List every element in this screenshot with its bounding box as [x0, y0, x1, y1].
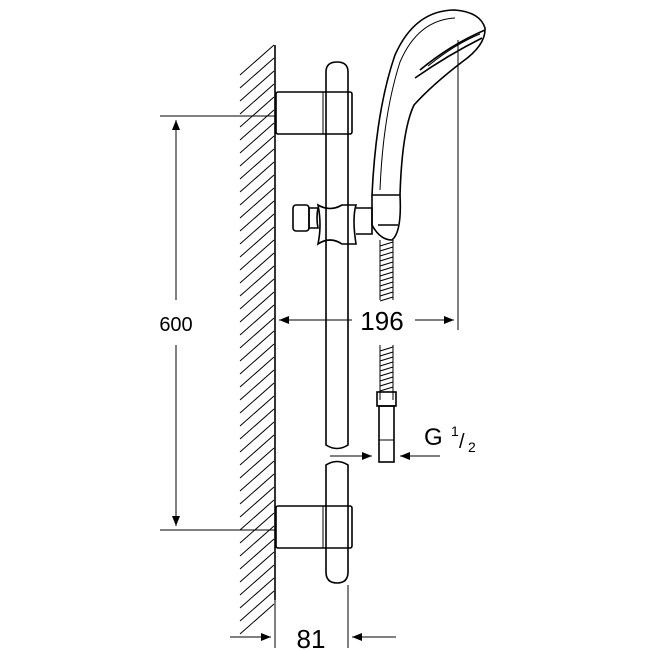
- hatch-line: [239, 226, 275, 258]
- hose-ridge: [379, 276, 394, 282]
- hose-ridge: [379, 351, 394, 357]
- hatch-line: [239, 590, 275, 622]
- hose-ridge: [379, 286, 394, 292]
- hatch-line: [239, 83, 275, 115]
- hatch-line: [239, 408, 275, 440]
- sliding-holder: [292, 203, 373, 246]
- hatch-line: [239, 278, 275, 310]
- hose-ridge: [379, 251, 394, 257]
- hand-shower: [371, 9, 486, 241]
- wall: [239, 44, 276, 635]
- hatch-line: [239, 577, 275, 609]
- dimension-height: 600: [159, 115, 275, 531]
- hatch-line: [239, 122, 275, 154]
- hose-ridge: [379, 386, 394, 392]
- hose-ridge: [379, 361, 394, 367]
- offset-label: 196: [360, 306, 403, 336]
- hatch-line: [239, 70, 275, 102]
- hose-ridge: [379, 376, 394, 382]
- hose-ridge: [379, 291, 394, 297]
- shower-rail: [325, 61, 349, 584]
- hatch-line: [239, 538, 275, 570]
- hatch-line: [239, 252, 275, 284]
- dimension-wall-offset: 81: [230, 585, 396, 650]
- hose-ridge: [379, 256, 394, 262]
- thread-numerator: 1: [451, 423, 459, 439]
- hatch-line: [239, 395, 275, 427]
- hatch-line: [239, 551, 275, 583]
- dimension-offset: 196: [279, 40, 459, 336]
- hatch-line: [239, 213, 275, 245]
- hose-ridge: [379, 366, 394, 372]
- shower-hose: [376, 240, 397, 463]
- thread-denominator: 2: [468, 439, 476, 455]
- hatch-line: [239, 44, 275, 76]
- hose-ridge: [379, 241, 394, 247]
- hatch-line: [239, 317, 275, 349]
- hose-ridge: [379, 356, 394, 362]
- dimension-thread: G 1 / 2: [330, 423, 476, 460]
- hatch-line: [239, 525, 275, 557]
- hatch-line: [239, 382, 275, 414]
- bottom-wall-bracket: [275, 505, 353, 549]
- hatch-line: [239, 434, 275, 466]
- hatch-line: [239, 265, 275, 297]
- hatch-line: [239, 109, 275, 141]
- hatch-line: [239, 148, 275, 180]
- thread-slash: /: [459, 431, 465, 453]
- hatch-line: [239, 200, 275, 232]
- hatch-line: [239, 447, 275, 479]
- hatch-line: [239, 330, 275, 362]
- hose-ridge: [379, 381, 394, 387]
- hatch-line: [239, 161, 275, 193]
- hatch-line: [239, 564, 275, 596]
- hatch-line: [239, 486, 275, 518]
- thread-prefix: G: [424, 424, 443, 451]
- hatch-line: [239, 512, 275, 544]
- height-label: 600: [159, 314, 192, 336]
- hose-ridge: [379, 296, 394, 302]
- hatch-line: [239, 239, 275, 271]
- wall-offset-label: 81: [297, 624, 326, 650]
- top-wall-bracket: [275, 91, 353, 135]
- hatch-line: [239, 356, 275, 388]
- hatch-line: [239, 603, 275, 635]
- hose-ridge: [379, 246, 394, 252]
- hose-ridge: [379, 281, 394, 287]
- wall-hatching: [239, 44, 275, 635]
- hose-ridge: [379, 271, 394, 277]
- hatch-line: [239, 96, 275, 128]
- hose-ridge: [379, 266, 394, 272]
- hatch-line: [239, 460, 275, 492]
- hatch-line: [239, 499, 275, 531]
- hatch-line: [239, 187, 275, 219]
- hatch-line: [239, 57, 275, 89]
- hatch-line: [239, 304, 275, 336]
- hatch-line: [239, 135, 275, 167]
- hatch-line: [239, 421, 275, 453]
- hose-ridge: [379, 261, 394, 267]
- hatch-line: [239, 291, 275, 323]
- hose-ridge: [379, 371, 394, 377]
- hatch-line: [239, 343, 275, 375]
- hatch-line: [239, 369, 275, 401]
- hatch-line: [239, 174, 275, 206]
- hatch-line: [239, 473, 275, 505]
- hose-ridge: [379, 346, 394, 352]
